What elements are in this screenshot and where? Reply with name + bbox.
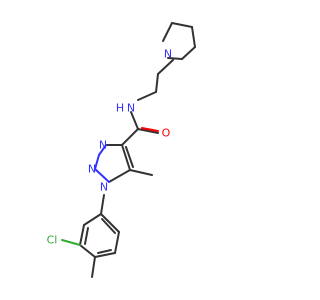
benzene-ring bbox=[79, 213, 120, 258]
triazole-n3-label: N bbox=[88, 163, 96, 176]
triazole-n1-label: N bbox=[100, 181, 108, 194]
triazole-ring bbox=[94, 144, 134, 183]
n-aryl-bond bbox=[100, 194, 105, 215]
amide-group bbox=[121, 111, 159, 146]
triazole-methyl-bond bbox=[129, 169, 153, 176]
aryl-methyl-bond bbox=[91, 256, 96, 278]
amide-n-label: N bbox=[127, 102, 135, 115]
chlorine-bond bbox=[61, 239, 81, 246]
molecule-diagram: N N H O N N N Cl bbox=[47, 22, 196, 278]
chlorine-label: Cl bbox=[47, 234, 58, 247]
molecule-structure: N N H O N N N Cl bbox=[47, 22, 196, 278]
triazole-n2-label: N bbox=[99, 139, 107, 152]
amide-h-label: H bbox=[116, 102, 124, 115]
amide-o-label: O bbox=[162, 127, 171, 140]
pyrrolidine-ring bbox=[162, 22, 196, 60]
ethyl-linker bbox=[137, 59, 174, 101]
pyrrolidine-n-label: N bbox=[164, 48, 172, 61]
